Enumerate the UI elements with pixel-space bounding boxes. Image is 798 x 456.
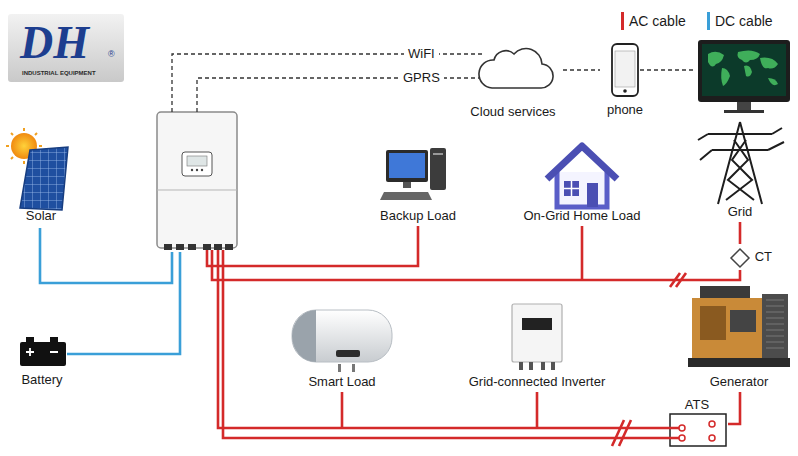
node-label: Cloud services — [470, 105, 555, 120]
legend-text: DC cable — [715, 13, 773, 29]
node-label: Grid — [728, 205, 753, 220]
ac-cables — [207, 226, 740, 446]
hybrid-inverter — [157, 112, 237, 250]
water-heater-icon — [292, 310, 392, 372]
node-label: Backup Load — [380, 209, 456, 224]
connector-line — [563, 69, 600, 70]
string-inverter-icon — [512, 304, 562, 370]
node-label: Smart Load — [308, 375, 375, 390]
pylon-icon — [698, 122, 784, 204]
ct-symbol — [731, 249, 749, 267]
legend-swatch — [707, 12, 710, 30]
cloud-icon — [479, 49, 553, 88]
node-label: CT — [755, 250, 772, 265]
connector-line — [728, 392, 740, 424]
logo-plate — [8, 14, 124, 82]
home-load-node: On-Grid Home Load — [518, 136, 646, 226]
ats-switch — [670, 414, 726, 446]
monitor-icon — [698, 40, 790, 113]
logo-subtitle: INDUSTRIAL EQUIPMENT — [22, 70, 96, 77]
battery-icon — [20, 337, 66, 366]
generator-node: Generator — [686, 280, 792, 392]
battery-node: Battery — [8, 334, 76, 390]
house-icon — [547, 146, 617, 207]
smart-load-node: Smart Load — [282, 300, 402, 392]
node-label: phone — [607, 103, 643, 118]
node-label: On-Grid Home Load — [523, 209, 640, 224]
legend-swatch — [621, 12, 624, 30]
link-label: WiFI — [404, 47, 439, 61]
node-label: Solar — [26, 209, 56, 224]
logo-mark: DH — [20, 18, 89, 69]
link-label: GPRS — [399, 71, 444, 85]
node-label: Generator — [710, 375, 769, 390]
legend-text: AC cable — [629, 13, 686, 29]
cloud-node: Cloud services — [463, 40, 563, 122]
connector-line — [739, 222, 742, 244]
solar-node: Solar — [8, 130, 74, 226]
registered-mark: ® — [108, 50, 115, 60]
ct-node: CT — [728, 244, 774, 270]
node-label: ATS — [685, 398, 709, 413]
pc-icon — [380, 148, 446, 200]
node-label: Grid-connected Inverter — [469, 375, 606, 390]
dc-cables — [40, 228, 180, 354]
node-label: Battery — [21, 373, 62, 388]
generator-icon — [688, 286, 790, 367]
solar-icon — [6, 128, 68, 210]
ats-node: ATS — [666, 396, 728, 448]
grid-inverter-node: Grid-connected Inverter — [458, 296, 616, 392]
backup-load-node: Backup Load — [366, 144, 470, 226]
phone-icon — [612, 44, 638, 96]
phone-node: phone — [600, 38, 650, 120]
grid-node: Grid — [695, 118, 785, 222]
